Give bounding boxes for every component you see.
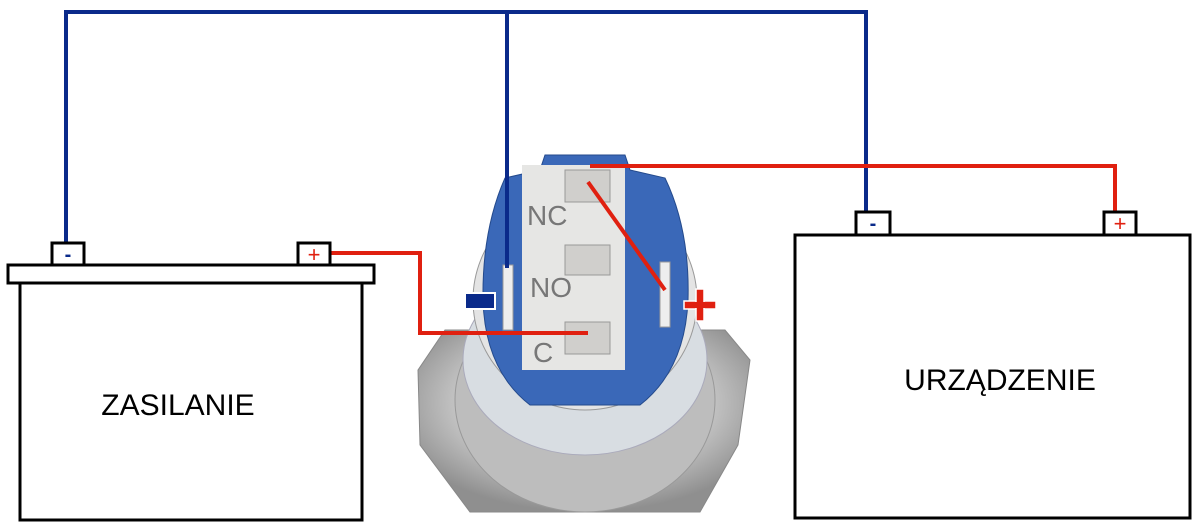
led-plus-marker: + bbox=[683, 288, 717, 322]
power-source-battery: - + ZASILANIE bbox=[6, 241, 376, 522]
battery-minus-terminal: - bbox=[65, 244, 72, 266]
pin-label-no: NO bbox=[530, 272, 572, 303]
battery-plus-terminal: + bbox=[308, 242, 321, 267]
device-plus-terminal: + bbox=[1114, 211, 1127, 236]
pin-label-nc: NC bbox=[527, 200, 567, 231]
pin-label-c: C bbox=[533, 337, 553, 368]
push-button-switch: NC NO C bbox=[417, 154, 751, 513]
device-minus-terminal: - bbox=[870, 213, 877, 235]
positive-wires bbox=[330, 164, 1117, 335]
power-source-label: ZASILANIE bbox=[101, 389, 254, 422]
device-label: URZĄDZENIE bbox=[904, 364, 1096, 397]
led-minus-marker: - bbox=[464, 292, 496, 310]
device: - + URZĄDZENIE bbox=[793, 210, 1192, 520]
negative-wires bbox=[64, 10, 868, 268]
